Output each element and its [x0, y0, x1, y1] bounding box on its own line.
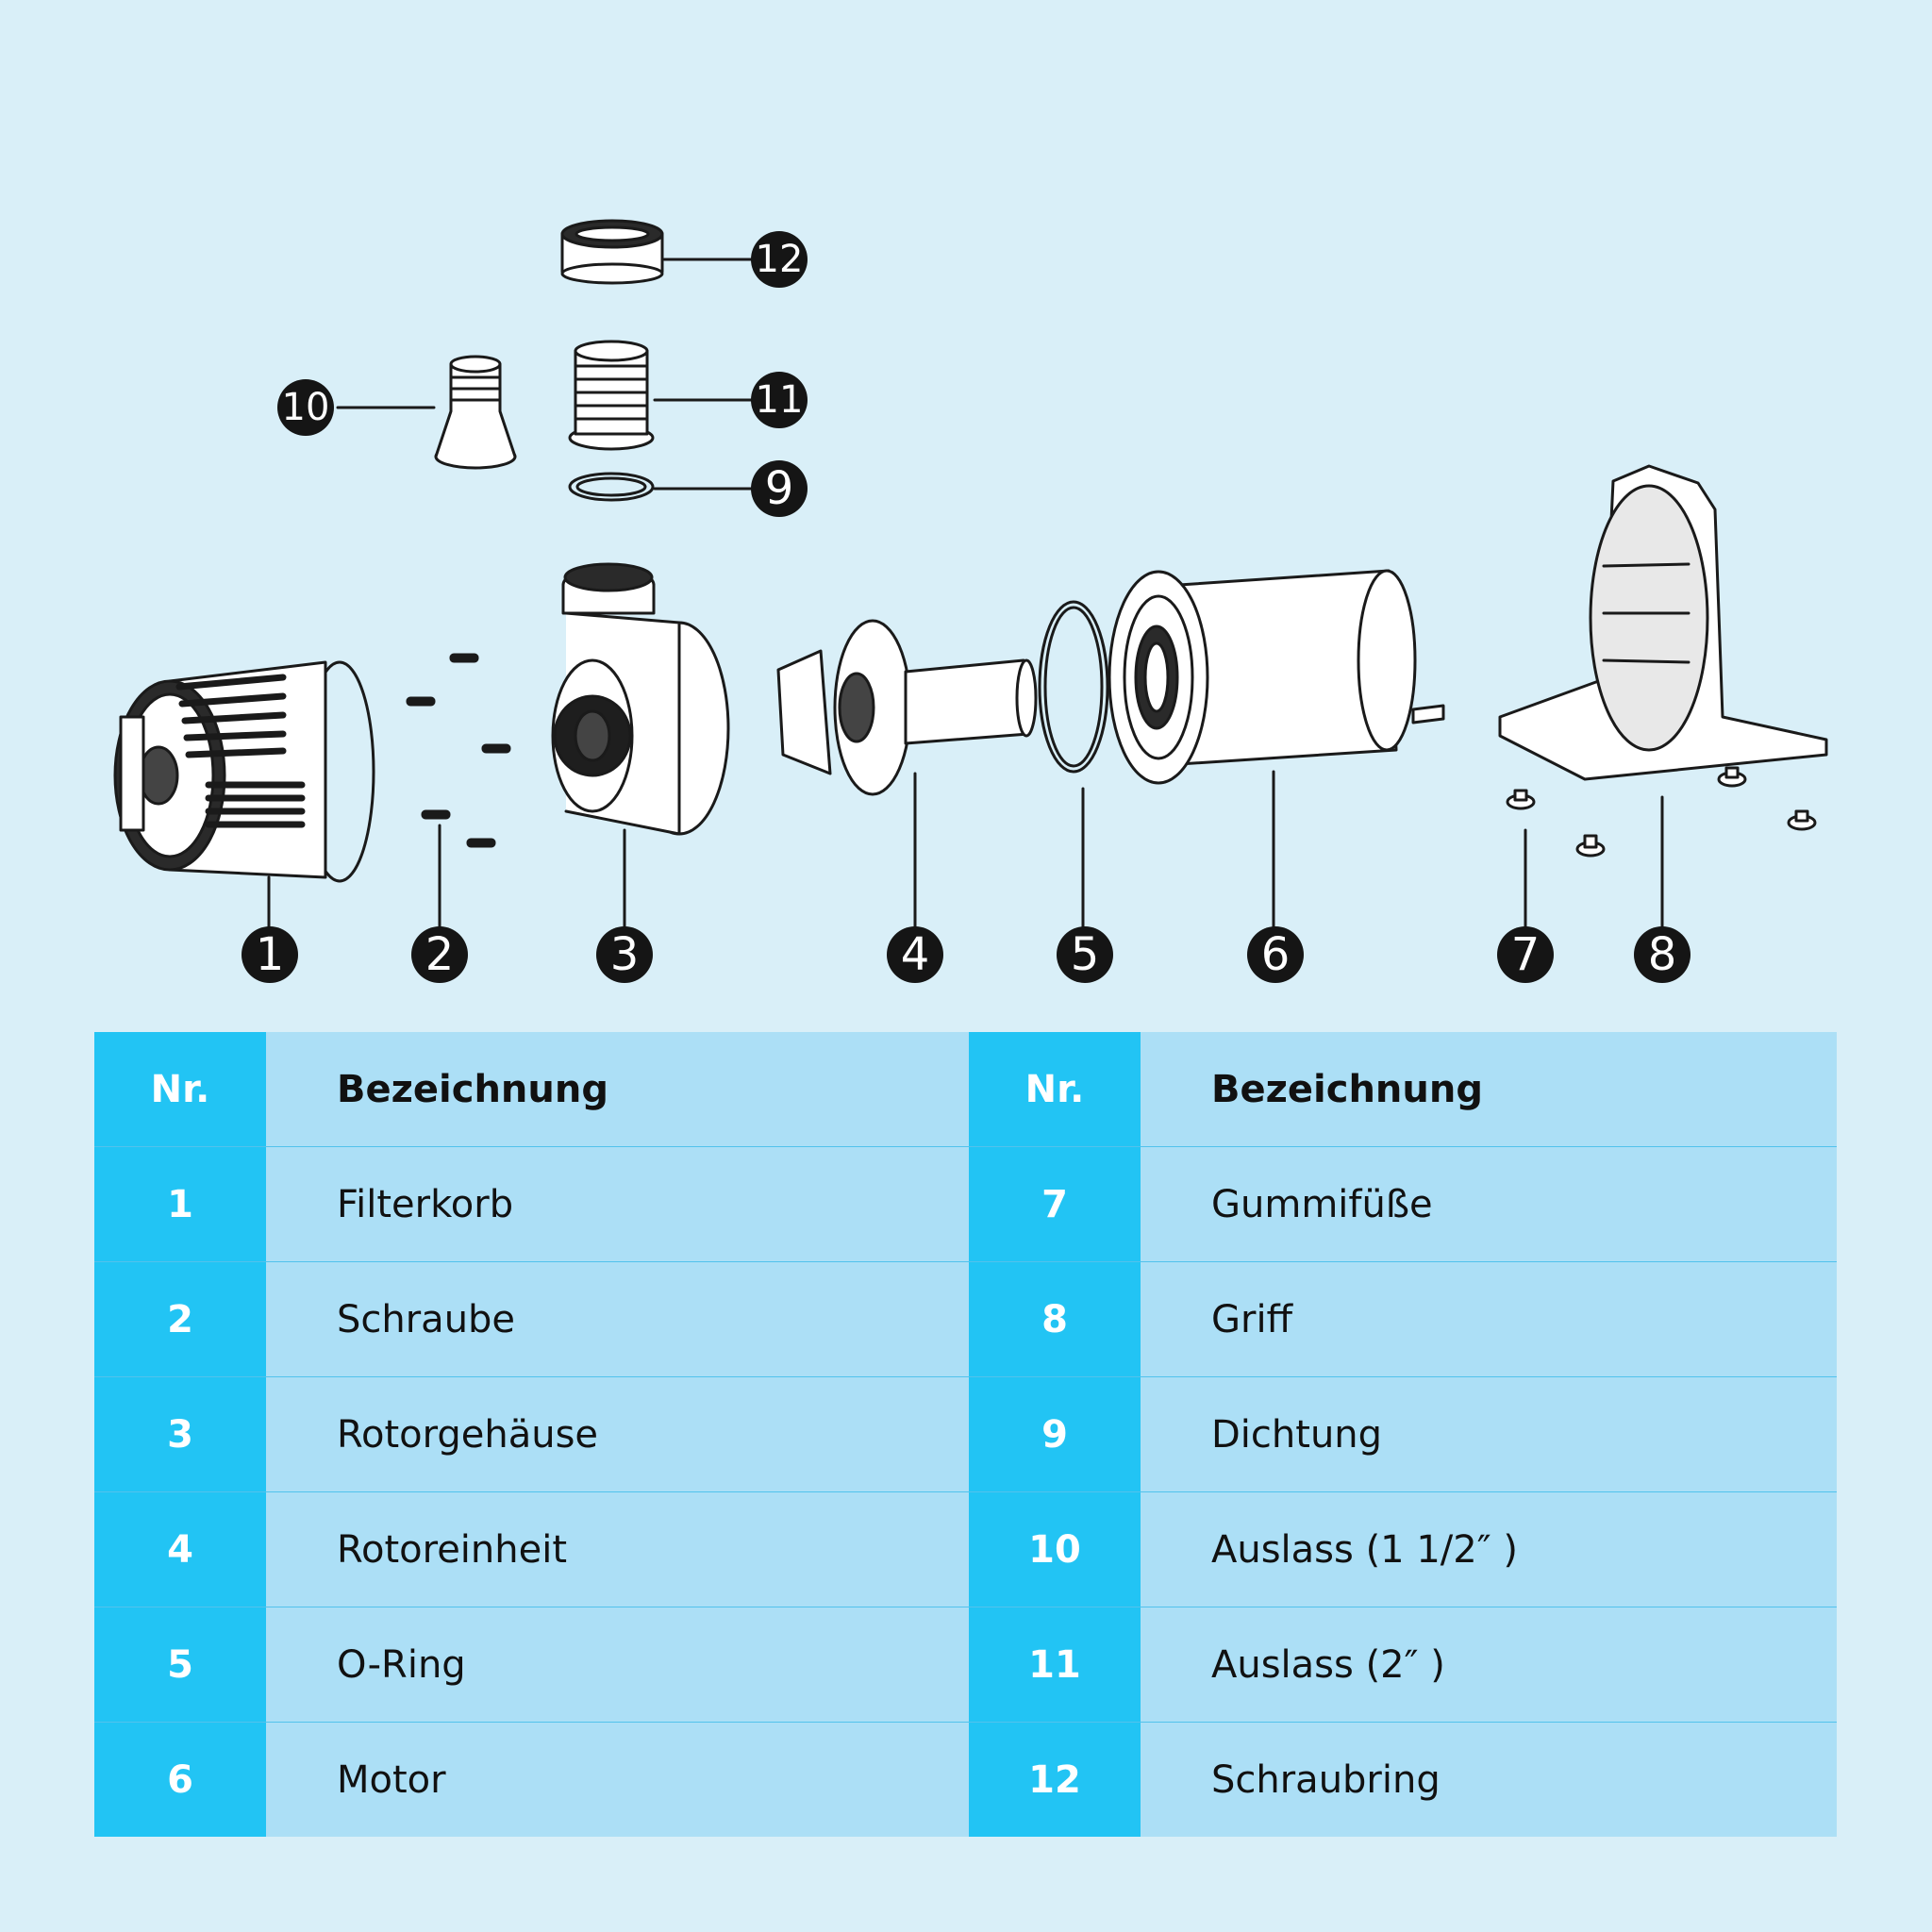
- callout-11: 11: [751, 372, 808, 428]
- part-name: Rotoreinheit: [266, 1491, 969, 1607]
- table-row: 6 Motor 12 Schraubring: [94, 1722, 1837, 1837]
- callout-1: 1: [242, 926, 298, 983]
- part-name: Rotorgehäuse: [266, 1376, 969, 1492]
- svg-text:6: 6: [1261, 928, 1291, 981]
- part-name: Schraube: [266, 1261, 969, 1377]
- svg-text:5: 5: [1071, 928, 1100, 981]
- part-name: O-Ring: [266, 1607, 969, 1723]
- svg-text:10: 10: [282, 386, 330, 429]
- svg-text:4: 4: [901, 928, 930, 981]
- callout-10: 10: [277, 379, 334, 436]
- outlet-1-5in-part: [336, 355, 517, 470]
- outlet-2in-part: [568, 340, 757, 451]
- part-number: 12: [969, 1722, 1141, 1837]
- screws-part: [406, 653, 511, 936]
- seal-part: [568, 472, 757, 502]
- part-number: 3: [94, 1376, 266, 1492]
- table-header-row: Nr. Bezeichnung Nr. Bezeichnung: [94, 1032, 1837, 1147]
- callout-7: 7: [1497, 926, 1554, 983]
- part-name: Auslass (2″ ): [1141, 1607, 1837, 1723]
- table-row: 3 Rotorgehäuse 9 Dichtung: [94, 1376, 1837, 1492]
- callout-8: 8: [1634, 926, 1690, 983]
- svg-text:7: 7: [1511, 928, 1541, 981]
- part-name: Griff: [1141, 1261, 1837, 1377]
- part-name: Filterkorb: [266, 1146, 969, 1262]
- header-name-left: Bezeichnung: [266, 1032, 969, 1147]
- part-name: Motor: [266, 1722, 969, 1837]
- callout-5: 5: [1057, 926, 1113, 983]
- svg-text:11: 11: [756, 378, 804, 422]
- part-name: Schraubring: [1141, 1722, 1837, 1837]
- rotor-unit-part: [776, 619, 1038, 936]
- table-row: 1 Filterkorb 7 Gummifüße: [94, 1146, 1837, 1262]
- part-name: Gummifüße: [1141, 1146, 1837, 1262]
- part-number: 5: [94, 1607, 266, 1723]
- exploded-view-diagram: 1 2 3 4 5 6 7 8 9 10 11 12: [113, 219, 1828, 983]
- header-nr-right: Nr.: [969, 1032, 1141, 1147]
- callout-12: 12: [751, 231, 808, 288]
- svg-text:3: 3: [610, 928, 640, 981]
- parts-table: Nr. Bezeichnung Nr. Bezeichnung 1 Filter…: [94, 1032, 1837, 1837]
- svg-text:8: 8: [1648, 928, 1677, 981]
- part-number: 11: [969, 1607, 1141, 1723]
- callout-labels: 1 2 3 4 5 6 7 8 9 10 11 12: [242, 231, 1690, 983]
- part-number: 8: [969, 1261, 1141, 1377]
- svg-text:9: 9: [765, 462, 794, 515]
- rubber-feet-part: [1506, 766, 1817, 936]
- o-ring-part: [1038, 600, 1109, 936]
- table-row: 4 Rotoreinheit 10 Auslass (1 1/2″ ): [94, 1491, 1837, 1607]
- filter-basket-part: [113, 660, 375, 936]
- part-name: Dichtung: [1141, 1376, 1837, 1492]
- part-number: 2: [94, 1261, 266, 1377]
- rotor-housing-part: [551, 562, 730, 936]
- callout-6: 6: [1247, 926, 1304, 983]
- handle-stand-part: [1498, 464, 1828, 936]
- screw-ring-part: [560, 219, 757, 285]
- svg-text:2: 2: [425, 928, 455, 981]
- part-number: 1: [94, 1146, 266, 1262]
- callout-9: 9: [751, 460, 808, 517]
- part-number: 9: [969, 1376, 1141, 1492]
- table-row: 5 O-Ring 11 Auslass (2″ ): [94, 1607, 1837, 1723]
- motor-part: [1108, 569, 1445, 936]
- part-number: 7: [969, 1146, 1141, 1262]
- svg-text:12: 12: [756, 238, 804, 281]
- header-name-right: Bezeichnung: [1141, 1032, 1837, 1147]
- header-nr-left: Nr.: [94, 1032, 266, 1147]
- callout-3: 3: [596, 926, 653, 983]
- part-name: Auslass (1 1/2″ ): [1141, 1491, 1837, 1607]
- callout-4: 4: [887, 926, 943, 983]
- part-number: 6: [94, 1722, 266, 1837]
- svg-text:1: 1: [256, 928, 285, 981]
- callout-2: 2: [411, 926, 468, 983]
- table-row: 2 Schraube 8 Griff: [94, 1261, 1837, 1377]
- part-number: 4: [94, 1491, 266, 1607]
- part-number: 10: [969, 1491, 1141, 1607]
